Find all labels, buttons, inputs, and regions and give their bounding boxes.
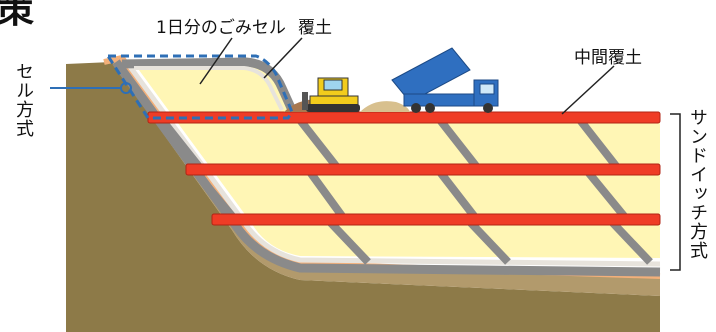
daily-cell-frame — [121, 57, 297, 112]
intermediate-cover-leader — [561, 65, 615, 115]
divider-4 — [306, 169, 346, 219]
label-sandwich-method: サンドイッチ方式 — [687, 108, 708, 260]
ground-slope — [66, 62, 660, 332]
soil-mound-tan — [360, 101, 410, 112]
divider-5 — [327, 219, 371, 265]
cell-daily-leader — [199, 37, 233, 85]
label-intermediate-cover: 中間覆土 — [574, 48, 642, 68]
dump-truck — [391, 47, 499, 113]
label-cover-soil: 覆土 — [298, 18, 332, 38]
bulldozer — [302, 77, 360, 112]
daily-cell-dashed-outline — [105, 54, 294, 120]
divider-1 — [158, 117, 204, 171]
divider-11 — [609, 219, 653, 265]
divider-2 — [190, 167, 236, 219]
label-cell-method: セル方式 — [13, 62, 34, 138]
cell-dividers — [158, 117, 653, 265]
red-layer-2 — [185, 163, 661, 176]
red-layer-3 — [211, 213, 661, 226]
divider-3 — [296, 117, 340, 169]
divider-6 — [436, 117, 480, 169]
corner-glyph: 策 — [0, 0, 35, 31]
cover-soil-leader — [263, 37, 303, 79]
daily-cell-frame-light — [134, 66, 284, 111]
divider-9 — [576, 117, 620, 169]
intermediate-cover-layers — [147, 111, 661, 226]
divider-8 — [467, 219, 511, 265]
divider-7 — [436, 169, 478, 219]
divider-10 — [584, 169, 628, 219]
sandwich-bracket — [670, 113, 681, 271]
liner-gray — [112, 59, 661, 277]
label-daily-cell: 1日分のごみセル — [156, 18, 286, 38]
